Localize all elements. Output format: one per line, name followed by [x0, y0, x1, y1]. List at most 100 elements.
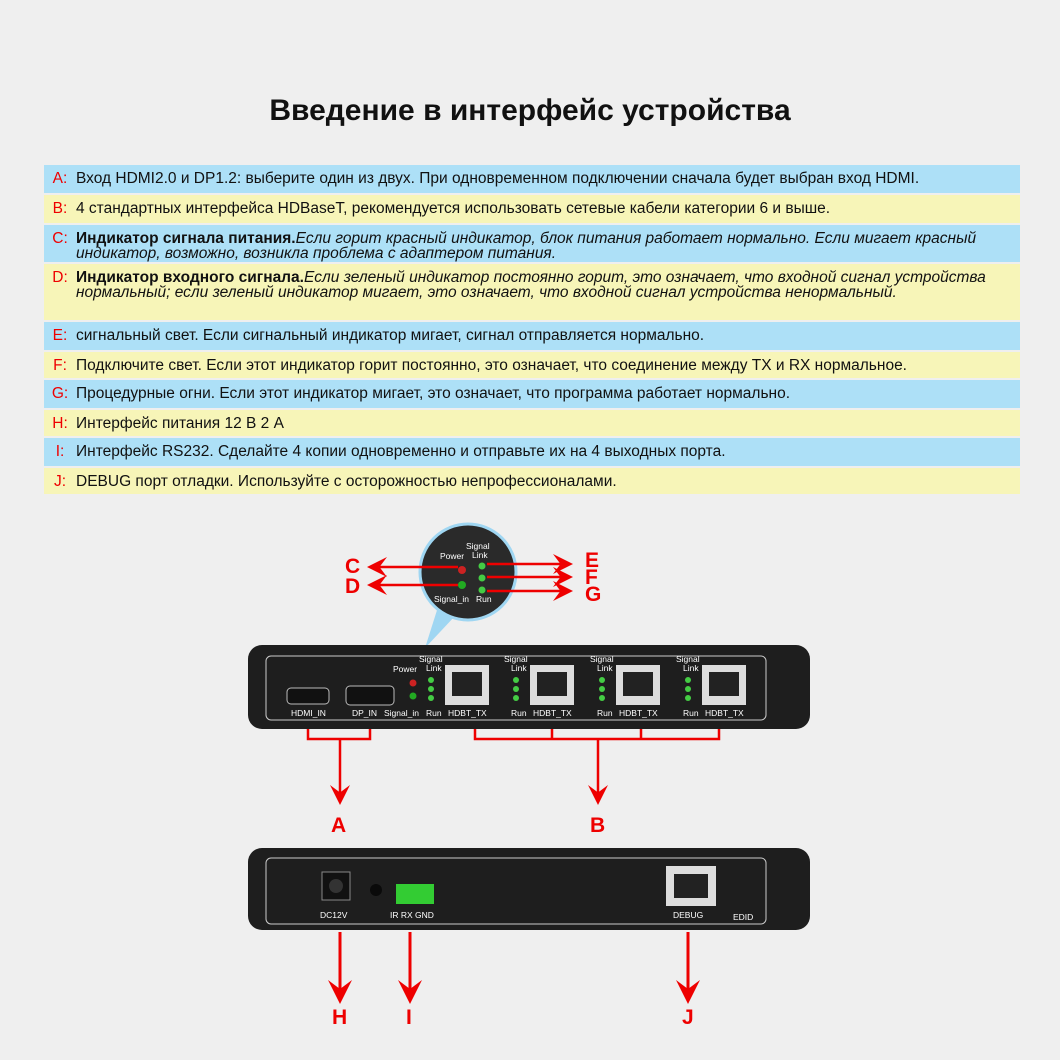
- link-label: Link: [511, 663, 527, 673]
- legend-key: C:: [52, 230, 68, 247]
- legend-plain: Подключите свет. Если этот индикатор гор…: [76, 357, 907, 374]
- zoom-power-label: Power: [440, 551, 464, 561]
- legend-plain: DEBUG порт отладки. Используйте с осторо…: [76, 473, 617, 490]
- run-label: Run: [426, 708, 442, 718]
- debug-label: DEBUG: [673, 910, 703, 920]
- status-led: [513, 686, 519, 692]
- legend-key: J:: [53, 473, 67, 490]
- signal-label: Signal: [504, 654, 528, 664]
- legend-italic: Если горит красный индикатор, блок питан…: [76, 230, 977, 262]
- dc-label: DC12V: [320, 910, 348, 920]
- legend-row-j: J: DEBUG порт отладки. Используйте с осто…: [44, 468, 1020, 494]
- legend-row-e: E: сигнальный свет. Если сигнальный индик…: [44, 322, 1020, 350]
- status-led: [685, 695, 691, 701]
- callout-e: E: [585, 549, 599, 572]
- legend-key: B:: [52, 200, 68, 217]
- run-label: Run: [597, 708, 613, 718]
- legend-plain: Интерфейс питания 12 В 2 А: [76, 415, 284, 432]
- callout-c: C: [345, 555, 360, 578]
- zoom-run-label: Run: [476, 594, 492, 604]
- hdmi-port: [286, 687, 330, 705]
- run-label: Run: [683, 708, 699, 718]
- run-label: Run: [511, 708, 527, 718]
- legend-key: D:: [52, 269, 68, 286]
- status-led: [428, 677, 434, 683]
- link-label: Link: [426, 663, 442, 673]
- legend-text: Индикатор входного сигнала.Если зеленый …: [76, 270, 1020, 320]
- status-led: [685, 686, 691, 692]
- signal-in-led: [458, 581, 466, 589]
- dc-jack: [321, 871, 351, 901]
- back-panel: DC12V IR RX GND DEBUG EDID: [248, 848, 810, 930]
- hdmi-label: HDMI_IN: [291, 708, 326, 718]
- signal-label: Signal: [676, 654, 700, 664]
- legend-italic: Если зеленый индикатор постоянно горит, …: [76, 269, 986, 301]
- callout-d: D: [345, 575, 360, 598]
- hdbt-label: HDBT_TX: [448, 708, 487, 718]
- rs232-label: IR RX GND: [390, 910, 434, 920]
- callout-f: F: [585, 566, 598, 589]
- zoom-signal-in-label: Signal_in: [434, 594, 469, 604]
- legend-row-g: G: Процедурные огни. Если этот индикатор …: [44, 380, 1020, 408]
- legend-row-d: D: Индикатор входного сигнала.Если зелены…: [44, 264, 1020, 320]
- hdbt-label: HDBT_TX: [619, 708, 658, 718]
- legend-row-c: C: Индикатор сигнала питания.Если горит к…: [44, 225, 1020, 262]
- signal-label: Signal: [419, 654, 443, 664]
- callout-b: B: [590, 814, 605, 837]
- legend-bold: Индикатор входного сигнала.: [76, 269, 304, 286]
- status-led: [513, 695, 519, 701]
- legend-key: E:: [52, 327, 68, 344]
- power-label: Power: [393, 664, 417, 674]
- legend-plain: 4 стандартных интерфейса HDBaseT, рекоме…: [76, 200, 831, 217]
- legend-key: H:: [52, 415, 68, 432]
- front-panel: HDMI_IN DP_IN Signal_in Power: [248, 645, 810, 729]
- status-led: [513, 677, 519, 683]
- signal-label: Signal: [590, 654, 614, 664]
- legend-key: G:: [51, 385, 69, 402]
- legend-text: Интерфейс питания 12 В 2 А: [76, 416, 284, 436]
- link-label: Link: [683, 663, 699, 673]
- legend-text: Подключите свет. Если этот индикатор гор…: [76, 358, 907, 378]
- rs232-terminal: [396, 884, 434, 904]
- legend-plain: сигнальный свет. Если сигнальный индикат…: [76, 327, 705, 344]
- legend-plain: Процедурные огни. Если этот индикатор ми…: [76, 385, 791, 402]
- zoom-signal-label: Signal: [466, 541, 490, 551]
- callout-i: I: [406, 1006, 412, 1029]
- legend-key: A:: [52, 170, 68, 187]
- link-label: Link: [597, 663, 613, 673]
- power-led: [458, 566, 466, 574]
- legend-key: F:: [53, 357, 67, 374]
- legend-plain: Интерфейс RS232. Сделайте 4 копии одновр…: [76, 443, 726, 460]
- callout-j: J: [682, 1006, 694, 1029]
- zoom-bubble: [418, 522, 518, 622]
- legend-text: DEBUG порт отладки. Используйте с осторо…: [76, 474, 617, 494]
- hdbt-label: HDBT_TX: [533, 708, 572, 718]
- hdbt-label: HDBT_TX: [705, 708, 744, 718]
- legend-text: Вход HDMI2.0 и DP1.2: выберите один из д…: [76, 171, 919, 193]
- legend-text: Интерфейс RS232. Сделайте 4 копии одновр…: [76, 444, 726, 466]
- status-led: [428, 695, 434, 701]
- status-led: [599, 686, 605, 692]
- legend-row-a: A: Вход HDMI2.0 и DP1.2: выберите один из…: [44, 165, 1020, 193]
- callout-a: A: [331, 814, 346, 837]
- status-led: [599, 695, 605, 701]
- callout-h: H: [332, 1006, 347, 1029]
- status-led: [685, 677, 691, 683]
- legend-text: Процедурные огни. Если этот индикатор ми…: [76, 386, 790, 408]
- legend-key: I:: [55, 443, 65, 460]
- legend-bold: Индикатор сигнала питания.: [76, 230, 296, 247]
- zoom-link-label: Link: [472, 550, 488, 560]
- legend-row-b: B: 4 стандартных интерфейса HDBaseT, реко…: [44, 195, 1020, 223]
- dp-port: [345, 685, 395, 706]
- status-led: [428, 686, 434, 692]
- page-title: Введение в интерфейс устройства: [269, 94, 791, 127]
- legend-plain: Вход HDMI2.0 и DP1.2: выберите один из д…: [76, 170, 920, 187]
- legend-row-f: F: Подключите свет. Если этот индикатор г…: [44, 352, 1020, 378]
- edid-label: EDID: [733, 912, 753, 922]
- callout-g: G: [585, 583, 601, 606]
- legend-text: Индикатор сигнала питания.Если горит кра…: [76, 231, 1020, 262]
- status-led: [599, 677, 605, 683]
- legend-text: сигнальный свет. Если сигнальный индикат…: [76, 328, 704, 350]
- dp-label: DP_IN: [352, 708, 377, 718]
